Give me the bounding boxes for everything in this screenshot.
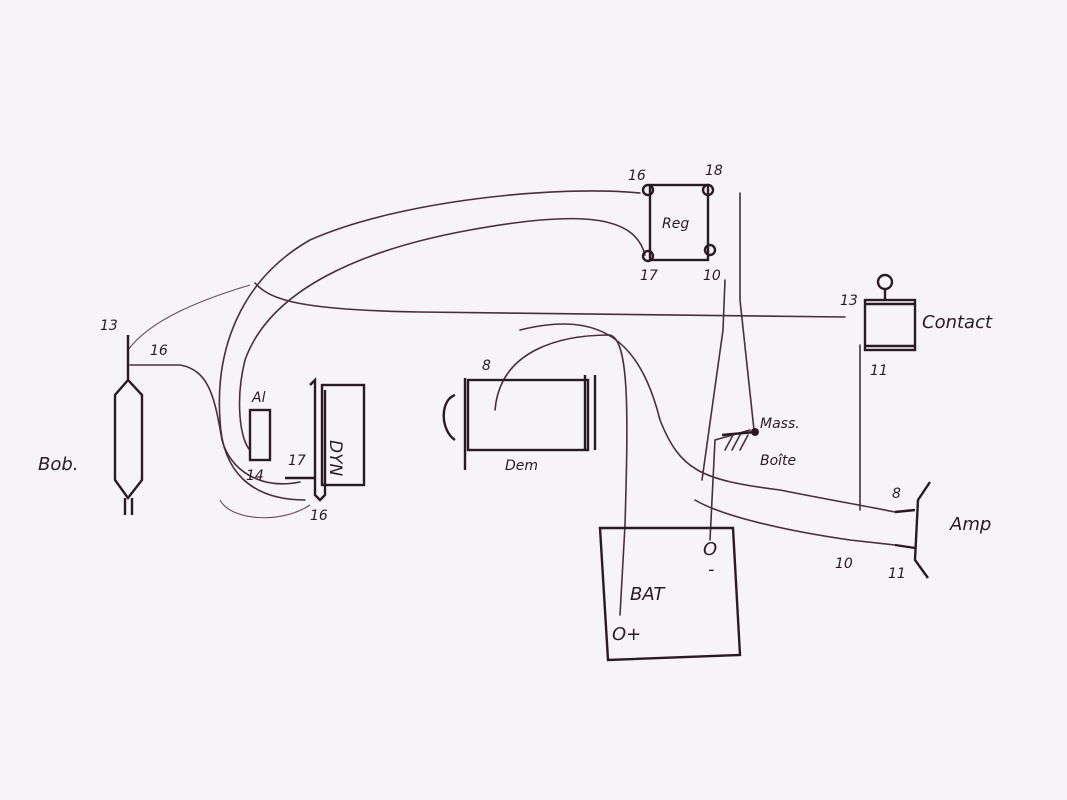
ammeter-label: Amp xyxy=(949,514,991,535)
ground-symbol xyxy=(721,428,759,451)
dynamo-label: DYN xyxy=(325,440,345,476)
reg-label: Reg xyxy=(662,216,689,232)
wire-amp8 xyxy=(519,323,896,513)
wire-reg18-ground xyxy=(739,192,755,431)
ammeter xyxy=(894,481,931,579)
reg-terminal-16: 16 xyxy=(628,168,646,184)
dynamo-terminal-17: 17 xyxy=(288,453,306,469)
wire-reg16-dyn xyxy=(218,190,641,501)
contact-terminal-11: 11 xyxy=(870,363,888,379)
contact-switch xyxy=(863,273,917,352)
wire-starter-bat xyxy=(494,334,628,616)
dynamo-terminal-16: 16 xyxy=(310,508,328,524)
amp-terminal-10: 10 xyxy=(835,556,853,572)
wire-contact13 xyxy=(254,282,846,318)
reg-terminal-18: 18 xyxy=(705,163,723,179)
coil-terminal-13: 13 xyxy=(100,318,118,334)
starter-terminal-8: 8 xyxy=(482,358,491,374)
ground-label-2: Boîte xyxy=(760,453,796,469)
wire-amp11 xyxy=(694,499,896,546)
wire-dyn16-loop xyxy=(219,499,311,519)
battery-label: BAT xyxy=(630,584,666,605)
coil-terminal-16: 16 xyxy=(150,343,168,359)
wire-reg17-al xyxy=(238,217,646,451)
wire-reg10 xyxy=(701,279,726,481)
battery-plus: O+ xyxy=(612,624,641,645)
dynamo xyxy=(248,377,366,502)
battery-minus-sign: - xyxy=(708,559,715,580)
reg-terminal-10: 10 xyxy=(703,268,721,284)
coil-label: Bob. xyxy=(38,454,79,475)
contact-label: Contact xyxy=(922,312,993,333)
dynamo-aux-label: Al xyxy=(251,390,266,406)
wire-coil13 xyxy=(127,284,251,351)
wire-coil16 xyxy=(129,364,301,485)
amp-terminal-11: 11 xyxy=(888,566,906,582)
reg-terminal-17: 17 xyxy=(640,268,658,284)
key-icon xyxy=(876,273,894,291)
starter-motor xyxy=(442,375,597,470)
battery-minus-terminal: O xyxy=(703,539,717,560)
amp-terminal-8: 8 xyxy=(892,486,901,502)
regulator xyxy=(641,183,717,263)
dynamo-terminal-14: 14 xyxy=(246,468,264,484)
starter-label: Dem xyxy=(505,458,538,474)
contact-terminal-13: 13 xyxy=(840,293,858,309)
ground-label: Mass. xyxy=(760,416,800,432)
battery xyxy=(598,526,742,662)
coil xyxy=(113,335,144,515)
wires xyxy=(127,190,896,616)
